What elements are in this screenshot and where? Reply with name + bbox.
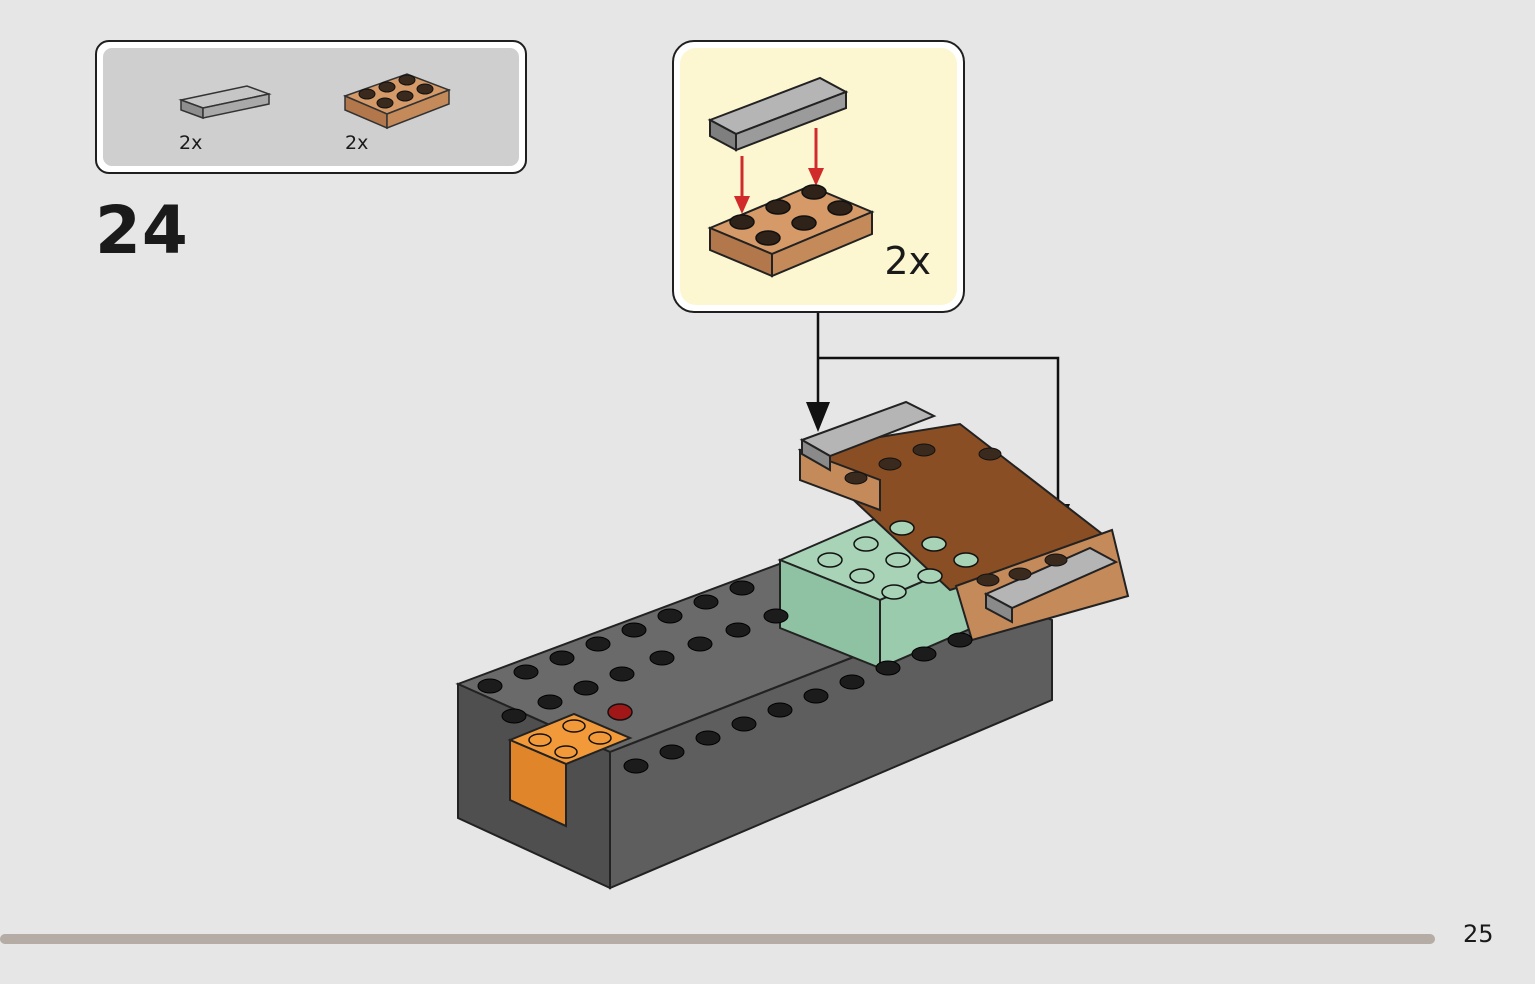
- red-down-arrows: [734, 128, 824, 214]
- progress-bar: [0, 934, 1435, 944]
- studs: [477, 580, 973, 774]
- parts-list-box: 2x 2x: [95, 40, 527, 174]
- orange-brick: [507, 712, 633, 828]
- progress-bar-fill: [0, 934, 1435, 944]
- callout-connector-lines: [816, 313, 1060, 510]
- green-studs: [817, 520, 979, 600]
- subassembly-illustration: [707, 76, 875, 278]
- orange-studs: [528, 719, 612, 759]
- flat-tile-part-icon: [178, 85, 272, 120]
- brown-plate-part-icon: [342, 73, 452, 130]
- tile-quantity-label: 2x: [179, 132, 203, 154]
- plate-quantity-label: 2x: [345, 132, 369, 154]
- callout-quantity-label: 2x: [884, 239, 931, 283]
- page-number: 25: [1463, 920, 1494, 948]
- step-number: 24: [95, 192, 189, 269]
- brown-studs: [844, 443, 1068, 587]
- arrow-head-left: [806, 402, 830, 432]
- subassembly-callout: 2x: [672, 40, 965, 313]
- callout-panel: 2x: [680, 48, 957, 305]
- parts-list-panel: 2x 2x: [103, 48, 519, 166]
- red-round-element: [607, 703, 633, 721]
